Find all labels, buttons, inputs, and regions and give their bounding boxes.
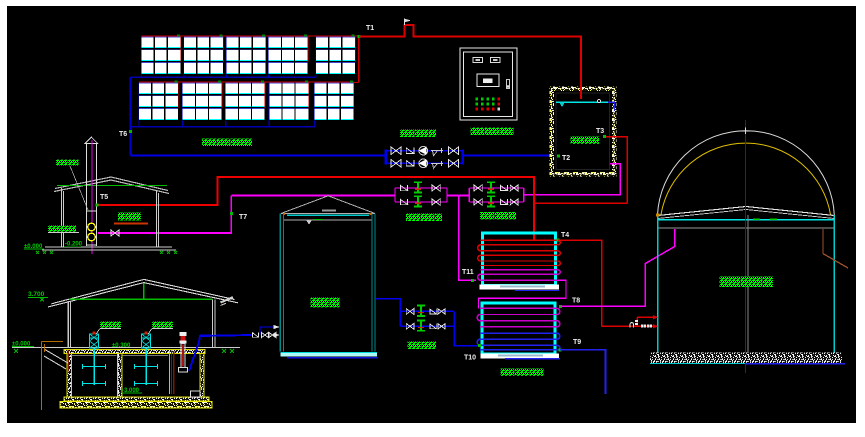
svg-text:T6: T6	[119, 131, 127, 138]
svg-text:T3: T3	[596, 128, 604, 135]
svg-text:T5: T5	[100, 194, 108, 201]
svg-text:T4: T4	[561, 232, 569, 239]
svg-text:T7: T7	[239, 214, 247, 221]
svg-text:3.700: 3.700	[28, 291, 45, 298]
svg-text:T9: T9	[573, 339, 581, 346]
svg-text:±0.300: ±0.300	[112, 343, 131, 349]
svg-text:T10: T10	[464, 355, 476, 362]
svg-text:-0.200: -0.200	[65, 242, 83, 248]
svg-text:±0.000: ±0.000	[12, 342, 31, 348]
svg-text:T2: T2	[562, 155, 570, 162]
svg-text:±0.000: ±0.000	[24, 244, 43, 250]
svg-text:T8: T8	[572, 298, 580, 305]
svg-text:-3.000: -3.000	[122, 388, 140, 394]
svg-text:T11: T11	[462, 269, 474, 276]
svg-text:T1: T1	[366, 25, 374, 32]
